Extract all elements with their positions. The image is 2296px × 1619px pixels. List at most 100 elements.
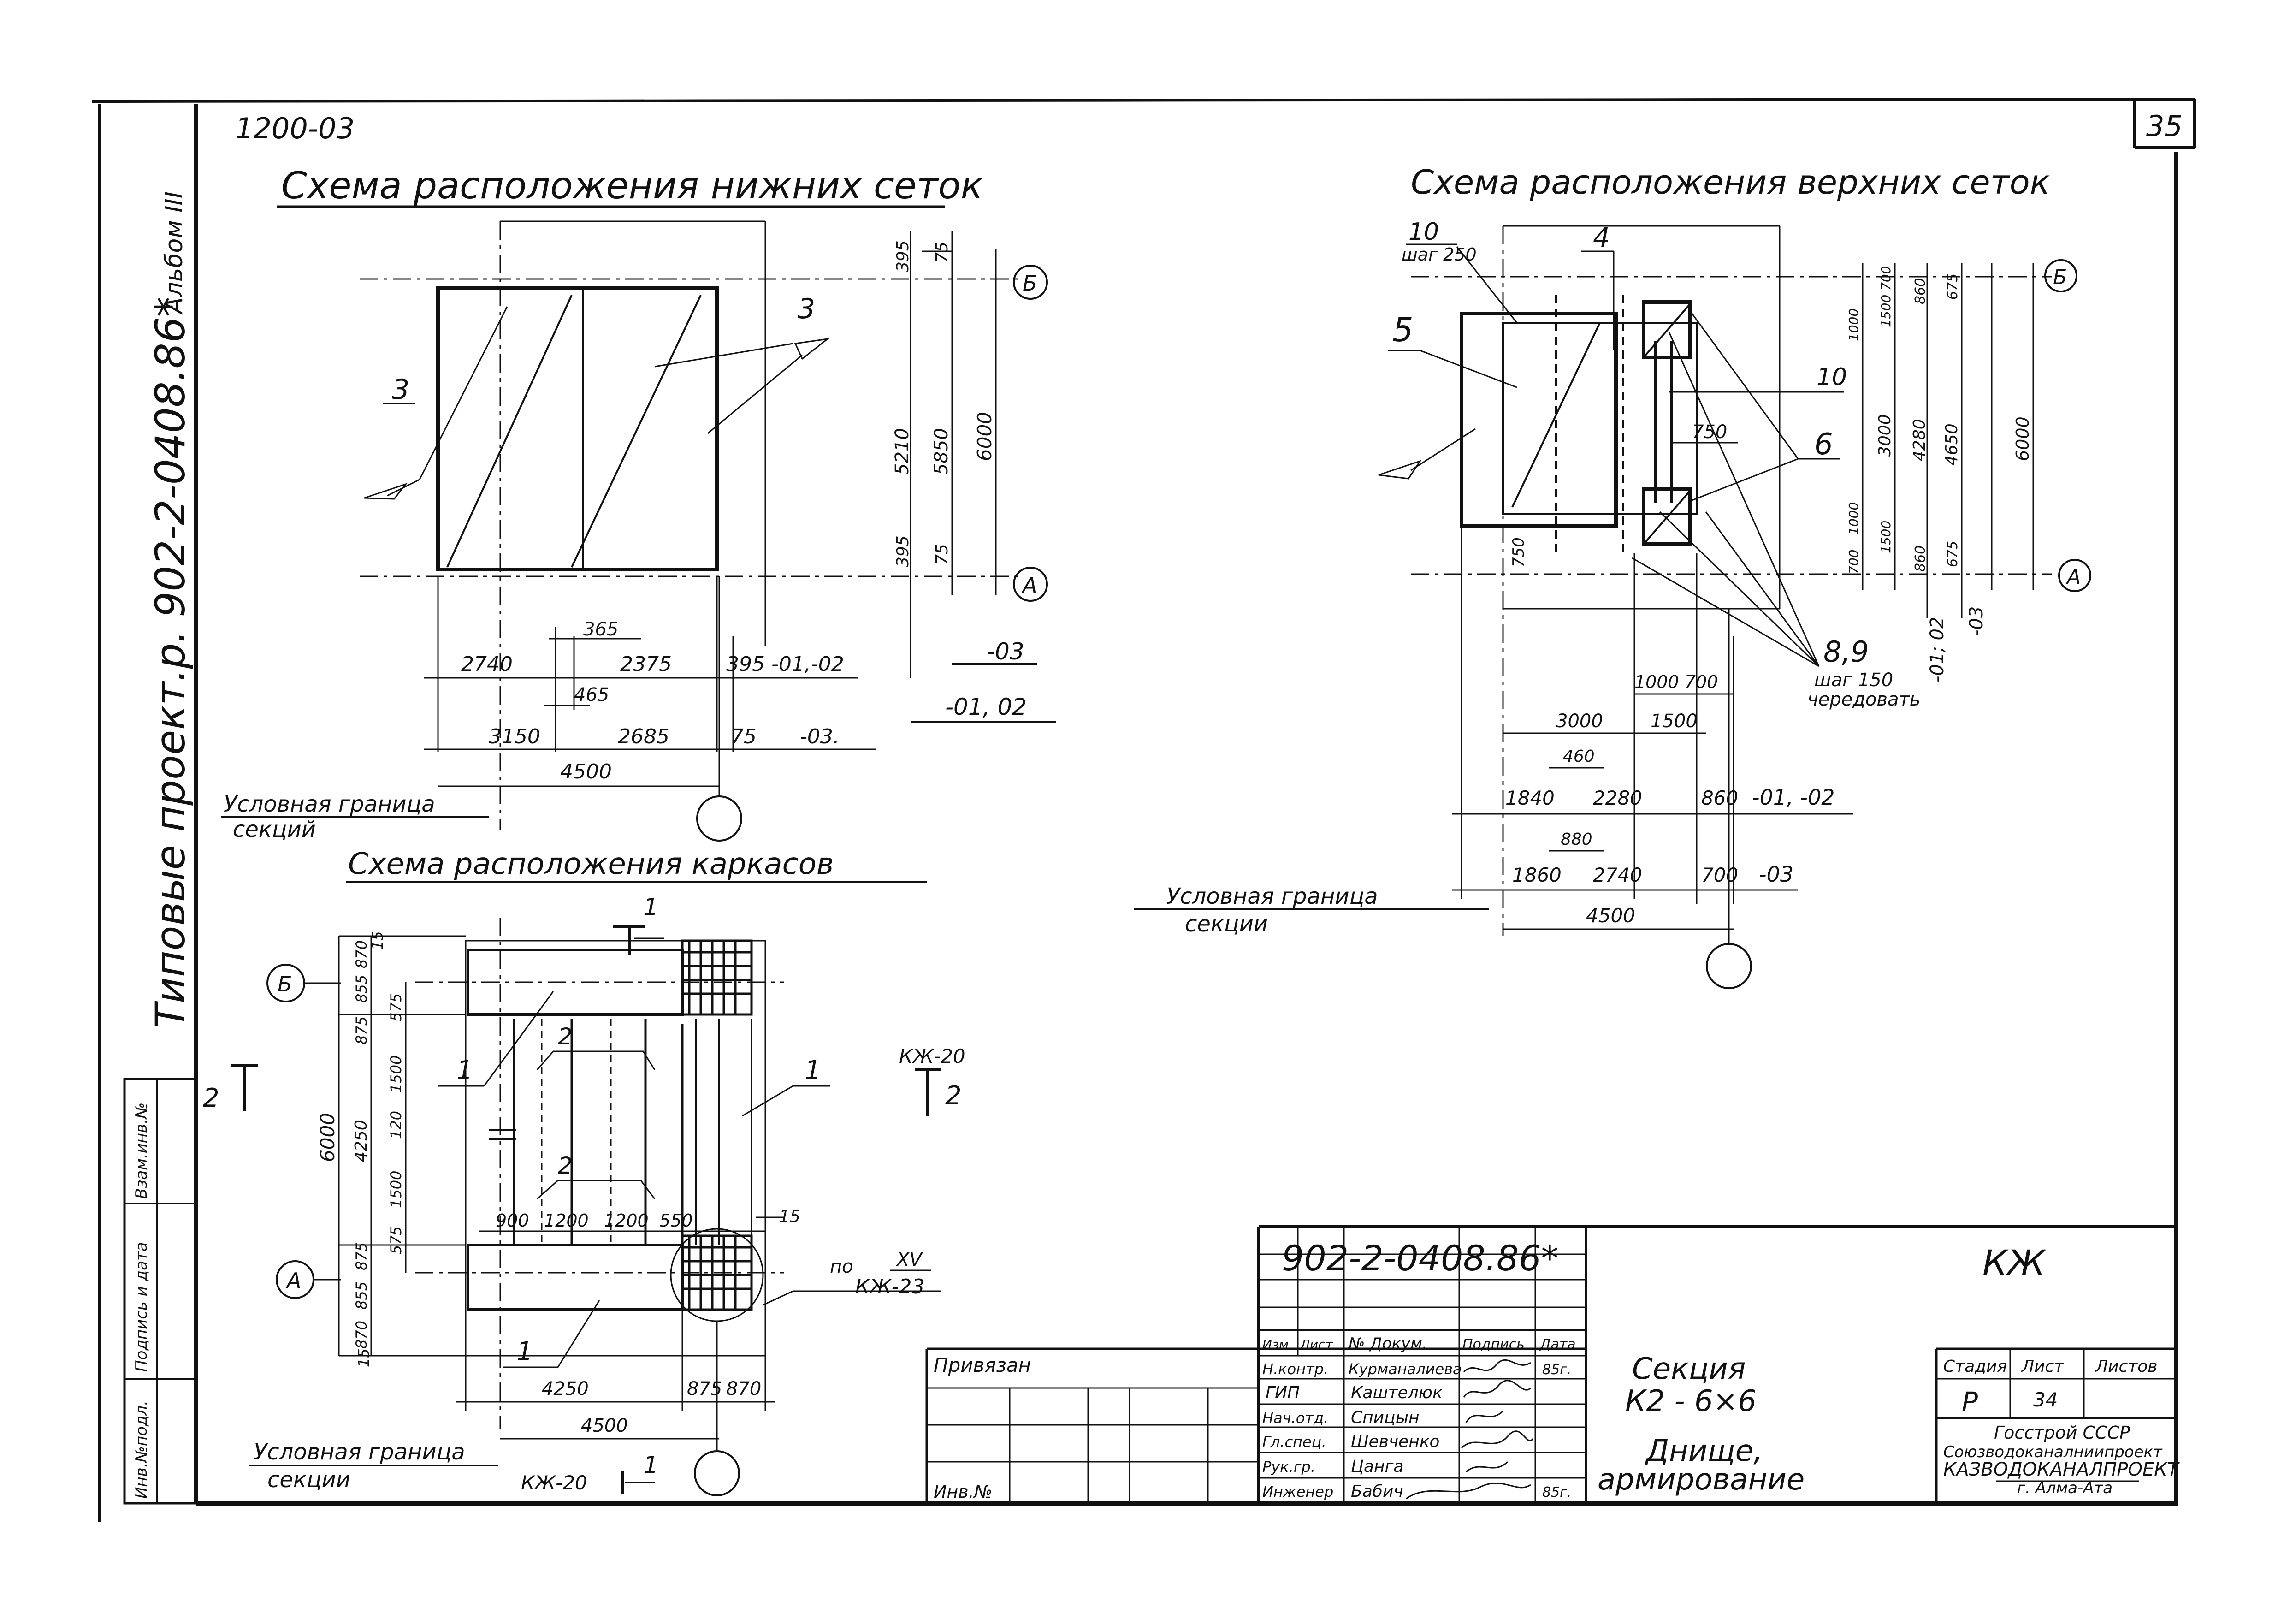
bottom-mesh-hdim-3150: 3150 [489,725,540,748]
bottom-mesh-hdim-2685: 2685 [618,725,669,748]
bottom-mesh-hdim-2375: 2375 [620,652,672,676]
frames-section-1-top: 1 [643,894,658,921]
bottom-mesh-vdim-5850: 5850 [931,428,952,475]
frames-ref-sheet: XV [896,1249,923,1270]
top-mesh-hdim-880: 880 [1561,830,1592,849]
frames-vdim-870-bottom: 870 [353,1321,370,1349]
stamp-name-4: Цанга [1351,1457,1404,1476]
frames-axis-b: Б [278,972,292,996]
frames-vdim-575-bottom: 575 [387,1226,405,1254]
stamp-role-5: Инженер [1262,1483,1333,1500]
top-mesh-boundary-line2: секции [1185,911,1268,937]
frames-section-1-bottom: 1 [643,1452,658,1479]
frames-ref-kzh23: КЖ-23 [855,1275,925,1299]
bottom-mesh-callout-3-left: 3 [392,374,409,406]
frames-hdim-1200-a: 1200 [544,1210,589,1231]
frames-callout-2-lower: 2 [558,1152,573,1179]
bottom-mesh-axis-b: Б [1023,271,1037,296]
frames-vdim-120: 120 [387,1111,405,1139]
stamp-date-1: 85г. [1542,1484,1571,1500]
frames-hdim-4250: 4250 [542,1378,589,1400]
frames-vdim-875-top: 875 [353,1016,370,1044]
top-mesh-callout-chered: чередовать [1807,689,1920,710]
frames-hdim-4500: 4500 [581,1415,628,1436]
mesh-grid-bottom [682,1236,752,1310]
top-mesh-vdim-675-bottom: 675 [1945,541,1961,567]
stamp-head-sign: Подпись [1462,1336,1525,1352]
top-mesh-callout-10-right: 10 [1817,363,1847,391]
bottom-mesh-vdim-5210: 5210 [892,428,913,475]
top-mesh-vdim-3000: 3000 [1876,414,1894,457]
frames-vdim-15-bottom: 15 [355,1348,373,1367]
frames-axis-a: А [285,1268,301,1293]
top-mesh-callout-6: 6 [1814,427,1833,462]
stamp-doc-code: 902-2-0408.86* [1282,1238,1559,1279]
top-mesh-vdim-4650: 4650 [1942,423,1961,466]
side-stamp-inv: Инв.№подл. [132,1400,151,1499]
stamp-head-list: Лист [1300,1337,1333,1352]
frames-ref-po: по [830,1256,853,1277]
top-mesh-vdim-1000-top: 1000 [1846,308,1861,341]
top-mesh-vdim-6000: 6000 [2012,416,2033,461]
stamp-head-doc: № Докум. [1348,1334,1427,1353]
title-block: Привязан Инв.№ Изм Лист № Докум. Подпись… [925,1225,2180,1503]
frames-section-2-left: 2 [203,1083,219,1113]
frames-hdim-870: 870 [726,1378,761,1400]
top-mesh-hdim-4500: 4500 [1586,904,1635,927]
frames-title: Схема расположения каркасов [348,847,834,881]
frames-vdim-6000: 6000 [316,1113,339,1162]
signatures [1406,1359,1534,1500]
side-stamp [123,1078,197,1505]
album-label: Альбом III [160,191,188,315]
top-mesh-vdim-700-bottom: 700 [1846,550,1861,574]
top-mesh-callout-89: 8,9 [1823,635,1869,669]
sheet-frame [92,98,2196,1522]
bottom-mesh-variant-03: -03 [987,638,1024,665]
bottom-mesh-boundary-line2: секций [233,817,316,842]
page-number: 35 [2146,109,2183,143]
top-mesh-hdim-700: 700 [1701,864,1738,886]
stamp-name-5: Бабич [1351,1482,1403,1501]
top-mesh-vdim-700-top: 700 [1878,266,1894,291]
side-stamp-vzam: Взам.инв.№ [132,1103,151,1199]
frames-boundary-line1: Условная граница [254,1439,465,1465]
bottom-mesh-hdim-395-0102: 395 -01,-02 [726,652,844,676]
stamp-title-4: армирование [1598,1463,1805,1497]
frames-vdim-875-bottom: 875 [353,1242,370,1270]
stamp-date-0: 85г. [1542,1362,1571,1378]
frames-vdim-4250: 4250 [352,1120,371,1162]
top-mesh-axis-a: А [2065,565,2081,589]
top-mesh-dim-750-a: 750 [1692,421,1727,443]
stamp-org-3: КАЗВОДОКАНАЛПРОЕКТ [1943,1459,2180,1480]
frames-callout-1-right: 1 [805,1056,821,1085]
bottom-mesh-hdim-2740: 2740 [461,652,513,676]
top-mesh-hdim-0102: -01, -02 [1752,785,1835,810]
top-mesh-vdim-1500-top: 1500 [1878,295,1894,327]
top-mesh-callout-shag250: шаг 250 [1402,244,1477,265]
mesh-grid-top [682,941,752,1014]
stamp-title-2: К2 - 6×6 [1625,1384,1757,1418]
top-mesh-hdim-460: 460 [1563,747,1595,766]
stamp-org-2: Союзводоканалниипроект [1943,1443,2163,1461]
top-mesh-hdim-2740: 2740 [1593,864,1642,886]
top-mesh-hdim-2280: 2280 [1593,787,1642,809]
top-mesh-vdim-860-bottom: 860 [1912,546,1929,572]
frames-kzh20-bottom: КЖ-20 [521,1471,587,1494]
stamp-role-4: Рук.гр. [1262,1458,1315,1476]
top-mesh-callout-5: 5 [1392,310,1414,349]
frames-vdim-855-top: 855 [353,975,370,1003]
drawing-code-top: 1200-03 [235,112,355,145]
frames-hdim-1200-b: 1200 [604,1210,649,1231]
frames-vdim-15-top: 15 [369,931,386,950]
stamp-stage: Р [1962,1386,1978,1417]
frames-section-2-right: 2 [945,1081,962,1111]
stamp-org-4: г. Алма-Ата [2017,1479,2113,1497]
top-mesh-hdim-3000: 3000 [1556,711,1603,732]
stamp-name-3: Шевченко [1351,1432,1440,1451]
stamp-head-izm: Изм [1262,1337,1289,1352]
bottom-mesh-hdim-03: -03. [800,725,840,748]
stamp-sheet: 34 [2033,1388,2058,1411]
stamp-name-2: Спицын [1351,1408,1420,1427]
frames-vdim-870-top: 870 [353,940,370,968]
